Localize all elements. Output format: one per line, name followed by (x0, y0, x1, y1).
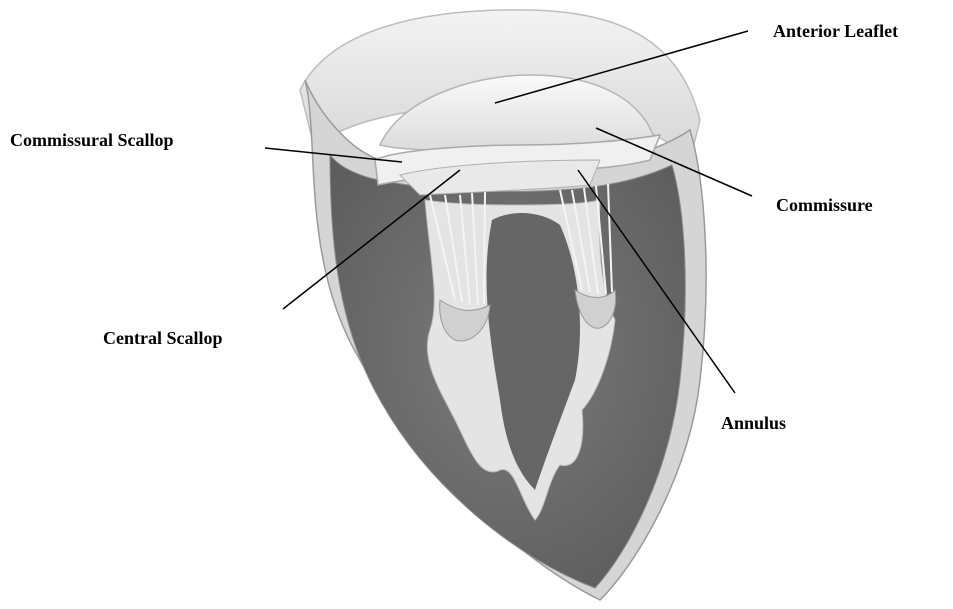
label-central-scallop: Central Scallop (103, 329, 223, 347)
label-commissural-scallop: Commissural Scallop (10, 131, 174, 149)
label-annulus: Annulus (721, 414, 786, 432)
label-commissure: Commissure (776, 196, 873, 214)
label-anterior-leaflet: Anterior Leaflet (773, 22, 898, 40)
